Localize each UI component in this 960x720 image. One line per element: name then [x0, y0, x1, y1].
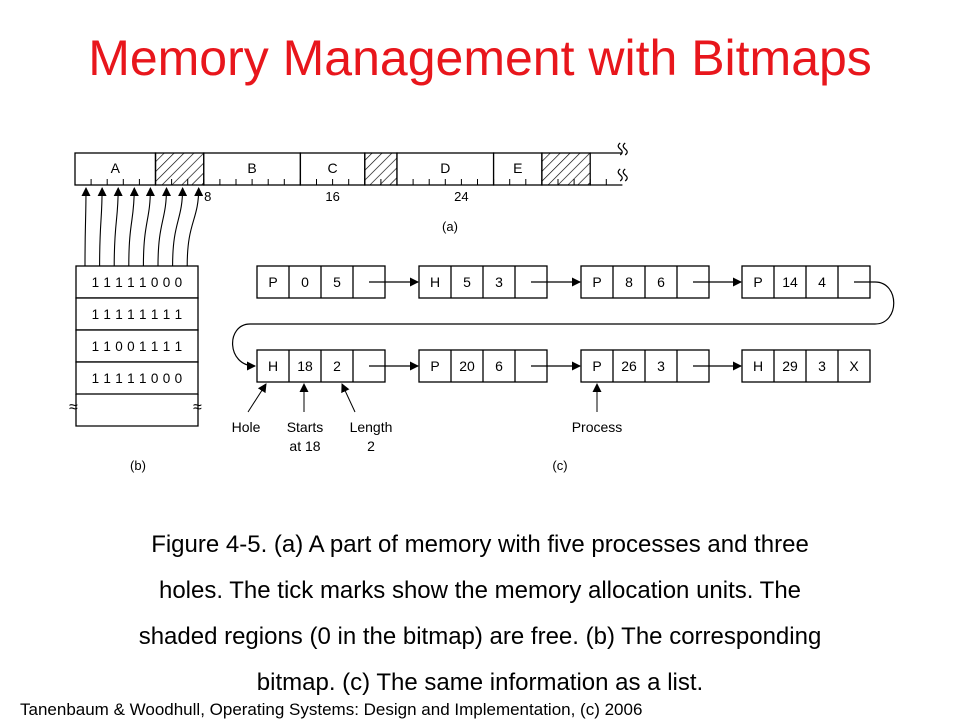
caption-line: Figure 4-5. (a) A part of memory with fi…: [151, 531, 809, 558]
node-length: 4: [818, 274, 826, 290]
bit-arrow: [157, 187, 171, 267]
node-start: 29: [782, 358, 798, 374]
node-kind: P: [592, 358, 601, 374]
figure-c-label: (c): [552, 458, 567, 473]
figure-b-label: (b): [130, 458, 146, 473]
caption-line: holes. The tick marks show the memory al…: [158, 577, 802, 604]
bitmap-row: [75, 297, 199, 331]
unit-number: 24: [454, 189, 468, 204]
free-segment: [154, 152, 205, 186]
bitmap-row: [75, 329, 199, 363]
list-node: H 18 2: [256, 349, 386, 383]
figure-a-label: (a): [442, 219, 458, 234]
memory-strip: A B C D E 8 16 24 (a): [74, 142, 628, 234]
bit-arrow: [113, 187, 123, 267]
list-node: H 29 3 X: [741, 349, 871, 383]
node-length: 3: [495, 274, 503, 290]
node-kind: P: [753, 274, 762, 290]
break-mark: [617, 142, 623, 156]
node-start: 14: [782, 274, 798, 290]
annotation-arrow: [341, 383, 356, 413]
node-start: 26: [621, 358, 637, 374]
node-start: 5: [463, 274, 471, 290]
node-start: 8: [625, 274, 633, 290]
unit-number: 8: [204, 189, 211, 204]
bit-arrow: [128, 187, 139, 267]
break-mark: ≈: [193, 399, 202, 416]
node-length: 6: [495, 358, 503, 374]
node-kind: H: [753, 358, 763, 374]
node-start: 20: [459, 358, 475, 374]
node-length: 6: [657, 274, 665, 290]
break-mark: [622, 142, 628, 156]
annotation-hole: Hole: [232, 419, 261, 435]
bit-arrow: [186, 187, 204, 267]
bitmap-row: [75, 265, 199, 299]
annotation-starts: at 18: [289, 438, 320, 454]
node-end-marker: X: [849, 358, 859, 374]
node-kind: H: [430, 274, 440, 290]
node-length: 2: [333, 358, 341, 374]
annotation-starts: Starts: [287, 419, 324, 435]
list-node: P 20 6: [418, 349, 548, 383]
bit-arrow: [142, 187, 155, 267]
bitmap-bits: 1 1 1 1 1 1 1 1: [92, 307, 183, 322]
segment-label: E: [513, 160, 522, 176]
free-segment: [541, 152, 591, 186]
wrap-pointer-arrow: [232, 281, 895, 371]
node-length: 3: [657, 358, 665, 374]
break-mark: [617, 168, 623, 182]
segment-label: B: [247, 160, 256, 176]
segment-label: D: [440, 160, 450, 176]
list-node: H 5 3: [418, 265, 548, 299]
credit-line: Tanenbaum & Woodhull, Operating Systems:…: [20, 700, 643, 719]
break-mark: ≈: [69, 399, 78, 416]
annotation-process: Process: [572, 419, 623, 435]
bit-arrow: [81, 187, 91, 267]
caption-line: bitmap. (c) The same information as a li…: [256, 669, 704, 696]
list-node: P 0 5: [256, 265, 386, 299]
node-length: 5: [333, 274, 341, 290]
bitmap-bits: 1 1 0 0 1 1 1 1: [92, 339, 183, 354]
unit-number: 16: [325, 189, 339, 204]
list-node: P 8 6: [580, 265, 710, 299]
bitmap-table: 1 1 1 1 1 0 0 0 1 1 1 1 1 1 1 1 1 1 0 0 1 …: [69, 187, 204, 473]
bitmap-row: [75, 361, 199, 395]
bit-arrow: [172, 187, 188, 267]
node-kind: P: [268, 274, 277, 290]
segment-label: C: [328, 160, 338, 176]
bitmap-bits: 1 1 1 1 1 0 0 0: [92, 275, 183, 290]
node-kind: P: [430, 358, 439, 374]
slide-title: Memory Management with Bitmaps: [88, 30, 872, 86]
bit-arrow: [97, 187, 107, 267]
bitmap-continuation: [75, 394, 199, 427]
annotation-length: 2: [367, 438, 375, 454]
break-mark: [622, 168, 628, 182]
node-start: 0: [301, 274, 309, 290]
process-segment: [492, 152, 543, 186]
node-kind: P: [592, 274, 601, 290]
annotation-length: Length: [350, 419, 393, 435]
caption-line: shaded regions (0 in the bitmap) are fre…: [138, 623, 822, 650]
bitmap-bits: 1 1 1 1 1 0 0 0: [92, 371, 183, 386]
segment-label: A: [111, 160, 121, 176]
node-kind: H: [268, 358, 278, 374]
list-node: P 14 4: [741, 265, 871, 299]
node-start: 18: [297, 358, 313, 374]
node-length: 3: [818, 358, 826, 374]
list-node: P 26 3: [580, 349, 710, 383]
figure-caption: Figure 4-5. (a) A part of memory with fi…: [20, 522, 940, 706]
process-segment: [74, 152, 157, 186]
annotation-arrow: [247, 383, 267, 413]
